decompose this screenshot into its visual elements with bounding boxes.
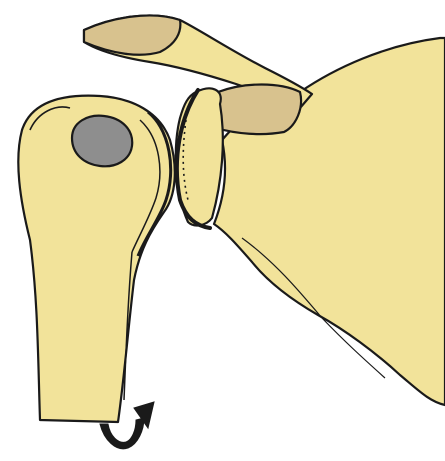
humeral-cut-surface [72, 116, 132, 167]
acromion-cap [212, 85, 301, 135]
